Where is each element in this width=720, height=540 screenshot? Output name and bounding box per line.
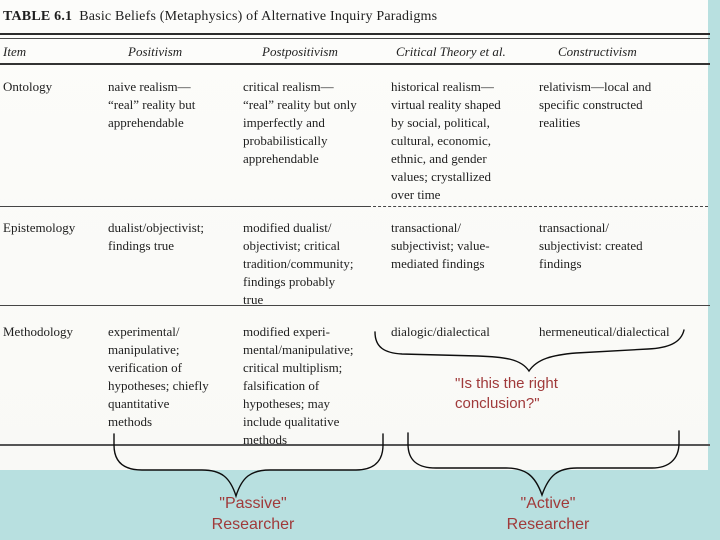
cell-epistemology-constructivism: transactional/ subjectivist: created fin… [539,220,643,271]
table-number: TABLE 6.1 [3,9,73,24]
cell-ontology-constructivism: relativism—local and specific constructe… [539,79,652,130]
cell-ontology-postpositivism: critical realism— “real” reality but onl… [243,79,357,166]
header-divider [0,63,710,65]
cell-methodology-postpositivism: modified experi- mental/manipulative; cr… [243,324,354,447]
active-researcher-label: "Active" Researcher [506,495,590,533]
column-header-postpositivism: Postpositivism [262,44,338,59]
cell-ontology-positivism: naive realism— “real” reality but appreh… [108,79,196,130]
title-divider [0,33,710,39]
cell-ontology-critical-theory: historical realism— virtual reality shap… [391,79,501,202]
column-header-positivism: Positivism [128,44,183,59]
row-label-ontology: Ontology [3,79,53,94]
table-bottom-rule [0,444,710,446]
conclusion-question-annotation: "Is this the right conclusion?" [455,375,558,412]
passive-researcher-label: "Passive" Researcher [211,495,295,533]
row-divider [0,305,710,306]
scanned-table-image: TABLE 6.1 Basic Beliefs (Metaphysics) of … [0,0,710,470]
cell-methodology-constructivism: hermeneutical/dialectical [539,324,670,339]
row-divider-solid [0,206,368,207]
column-header-critical-theory: Critical Theory et al. [396,44,506,59]
column-header-item: Item [3,44,27,59]
table-title-text: Basic Beliefs (Metaphysics) of Alternati… [79,9,438,24]
table-title: TABLE 6.1 Basic Beliefs (Metaphysics) of … [3,9,437,25]
cell-methodology-positivism: experimental/ manipulative; verification… [108,324,209,429]
cell-epistemology-critical-theory: transactional/ subjectivist; value- medi… [391,220,490,271]
column-header-constructivism: Constructivism [558,44,637,59]
row-label-methodology: Methodology [3,324,74,339]
cell-epistemology-postpositivism: modified dualist/ objectivist; critical … [243,220,354,307]
cell-methodology-critical-theory: dialogic/dialectical [391,324,490,339]
cell-epistemology-positivism: dualist/objectivist; findings true [108,220,205,253]
row-label-epistemology: Epistemology [3,220,76,235]
row-divider-dashed [368,206,708,207]
